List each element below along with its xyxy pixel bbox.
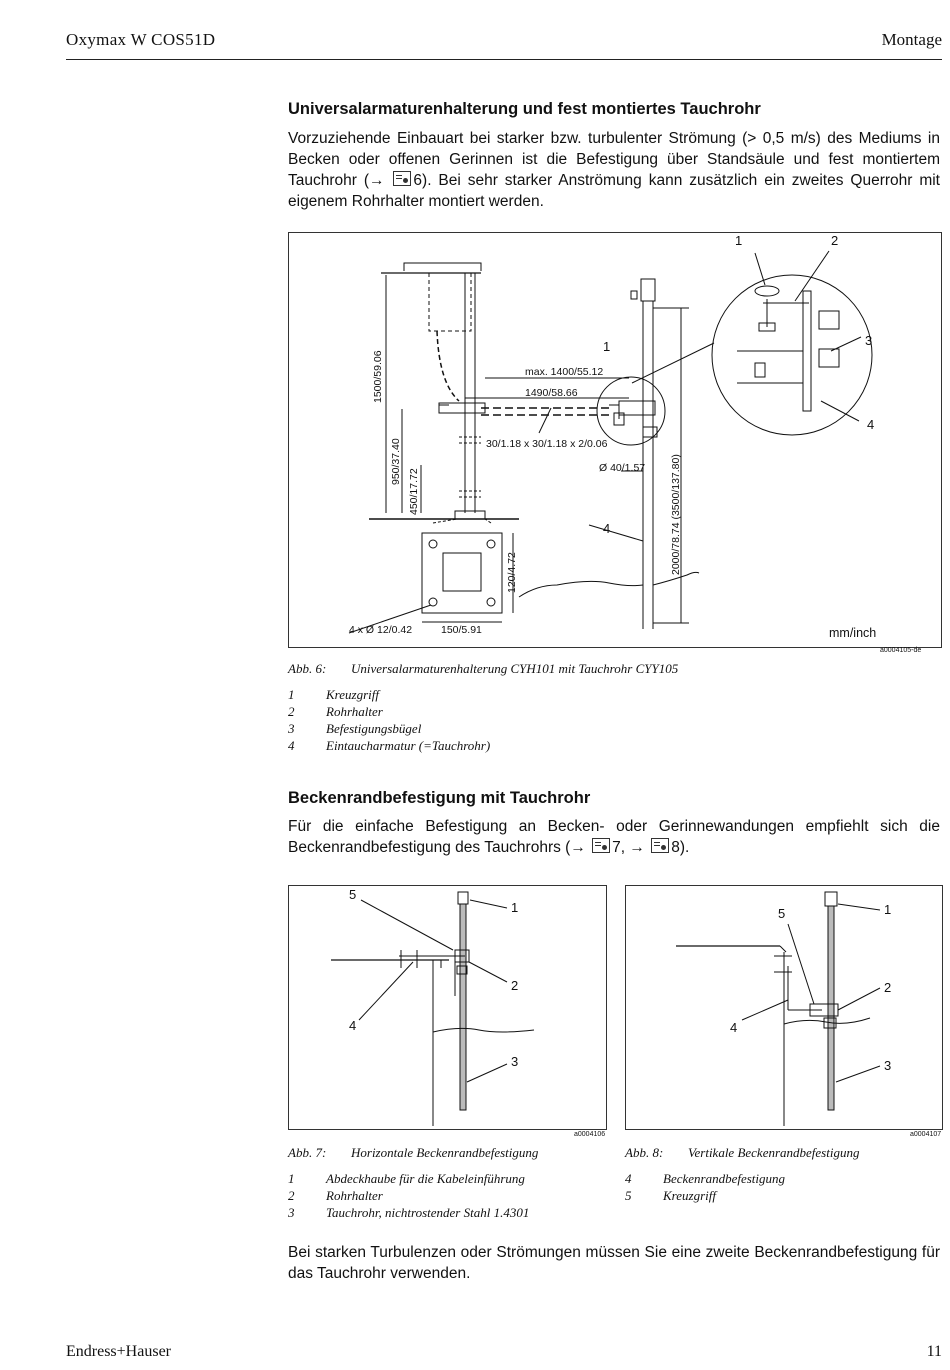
callout-number: 1 xyxy=(603,339,610,354)
para-text: Für die einfache Befestigung an Becken- … xyxy=(288,818,940,856)
figure-code: a0004107 xyxy=(910,1131,942,1138)
header-chapter: Montage xyxy=(881,30,942,49)
dimension-label: 4 x Ø 12/0.42 xyxy=(349,624,412,636)
section-heading-edge: Beckenrandbefestigung mit Tauchrohr xyxy=(288,789,591,807)
dimension-label: 450/17.72 xyxy=(408,468,420,515)
section-paragraph-edge: Für die einfache Befestigung an Becken- … xyxy=(288,816,940,858)
figure-6-caption: Abb. 6: Universalarmaturenhalterung CYH10… xyxy=(288,661,678,677)
dimension-label: 1490/58.66 xyxy=(525,387,578,399)
dimension-label: 120/4.72 xyxy=(506,552,518,593)
callout-number: 5 xyxy=(778,906,785,921)
figure-ref-icon xyxy=(592,838,611,853)
callout-number: 3 xyxy=(511,1054,518,1069)
figure-ref-number[interactable]: 8 xyxy=(671,839,680,856)
callout-number: 2 xyxy=(884,980,891,995)
header-product: Oxymax W COS51D xyxy=(66,30,216,49)
dimension-label: 950/37.40 xyxy=(390,438,402,485)
callout-number: 5 xyxy=(349,887,356,902)
figure-code: a0004106 xyxy=(574,1131,606,1138)
dimension-label: 30/1.18 x 30/1.18 x 2/0.06 xyxy=(486,438,608,450)
figure-6: 1500/59.06 950/37.40 450/17.72 max. 1400… xyxy=(288,232,942,648)
caption-text: Vertikale Beckenrandbefestigung xyxy=(688,1145,860,1160)
dimension-label: 2000/78.74 (3500/137.80) xyxy=(670,454,682,575)
figure-8: 5 1 2 4 3 xyxy=(625,885,943,1130)
callout-number: 4 xyxy=(867,417,874,432)
caption-text: Universalarmaturenhalterung CYH101 mit T… xyxy=(351,661,679,676)
callout-number: 2 xyxy=(831,233,838,248)
figure-ref-number[interactable]: 6 xyxy=(413,172,423,189)
callout-number: 1 xyxy=(735,233,742,248)
para-text: ). xyxy=(679,839,690,856)
dimension-label: max. 1400/55.12 xyxy=(525,366,603,378)
figure-7-caption: Abb. 7: Horizontale Beckenrandbefestigung xyxy=(288,1145,538,1161)
dimension-label: 150/5.91 xyxy=(441,624,482,636)
figure-7: 5 1 2 4 3 xyxy=(288,885,607,1130)
closing-paragraph: Bei starken Turbulenzen oder Strömungen … xyxy=(288,1244,940,1282)
page-number: 11 xyxy=(926,1343,942,1360)
para-text: Vorzuziehende Einbauart bei starker bzw.… xyxy=(288,130,940,189)
callout-number: 2 xyxy=(511,978,518,993)
callout-number: 4 xyxy=(730,1020,737,1035)
callout-number: 1 xyxy=(884,902,891,917)
caption-number: Abb. 6: xyxy=(288,661,327,676)
figure-ref-icon xyxy=(651,838,670,853)
callout-number: 4 xyxy=(349,1018,356,1033)
callout-number: 3 xyxy=(865,333,872,348)
figure-8-drawing: 5 1 2 4 3 xyxy=(676,891,891,1126)
para-text: , → xyxy=(620,839,645,856)
caption-number: Abb. 7: xyxy=(288,1145,327,1160)
callout-number: 3 xyxy=(884,1058,891,1073)
header-rule xyxy=(66,59,942,60)
dimension-label: 1500/59.06 xyxy=(372,350,384,403)
figure-8-caption: Abb. 8: Vertikale Beckenrandbefestigung xyxy=(625,1145,859,1161)
dimension-label: Ø 40/1.57 xyxy=(599,462,645,474)
figure-ref-number[interactable]: 7 xyxy=(612,839,621,856)
caption-text: Horizontale Beckenrandbefestigung xyxy=(351,1145,539,1160)
para-text: ). Bei sehr starker Anströmung kann zusä… xyxy=(288,172,940,210)
figure-6-drawing: 1500/59.06 950/37.40 450/17.72 max. 1400… xyxy=(348,233,876,640)
callout-number: 4 xyxy=(603,521,610,536)
figure-code: a0004105-de xyxy=(880,647,922,654)
section-paragraph-universal: Vorzuziehende Einbauart bei starker bzw.… xyxy=(288,128,940,212)
unit-label: mm/inch xyxy=(829,626,876,640)
figure-7-drawing: 5 1 2 4 3 xyxy=(331,887,535,1126)
section-heading-universal: Universalarmaturenhalterung und fest mon… xyxy=(288,100,761,118)
callout-number: 1 xyxy=(511,900,518,915)
caption-number: Abb. 8: xyxy=(625,1145,664,1160)
footer-company: Endress+Hauser xyxy=(66,1343,171,1360)
figure-ref-icon xyxy=(393,171,412,186)
